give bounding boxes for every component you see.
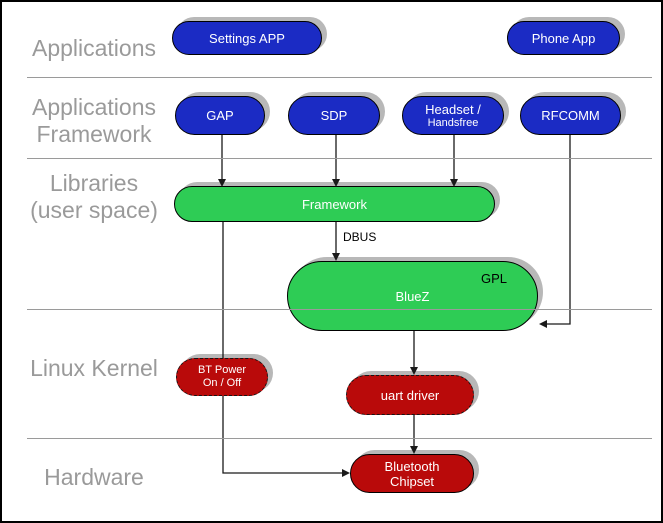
- layer-label-text: (user space): [30, 197, 158, 223]
- layer-label-text: Applications: [31, 94, 157, 120]
- node-label: Headset /: [425, 101, 481, 117]
- node-settings-app: Settings APP: [172, 21, 322, 55]
- node-phone-app: Phone App: [507, 21, 620, 55]
- node-label: GAP: [206, 108, 234, 123]
- layer-label-text: Linux Kernel: [30, 355, 158, 381]
- layer-label-text: Applications: [31, 35, 157, 61]
- layer-separator-1: [27, 77, 652, 78]
- node-label: SDP: [320, 108, 348, 123]
- node-label: Handsfree: [427, 116, 479, 129]
- node-uart-driver: uart driver: [346, 375, 474, 415]
- node-sdp: SDP: [288, 96, 380, 135]
- node-gap: GAP: [175, 96, 265, 135]
- layer-separator-4: [27, 438, 652, 439]
- layer-separator-3: [27, 309, 652, 310]
- node-label: Framework: [301, 196, 367, 212]
- node-label: Settings APP: [209, 30, 285, 46]
- node-label: RFCOMM: [541, 108, 600, 123]
- layer-label-hardware: Hardware: [16, 464, 172, 491]
- arrow-rfcomm-to-bluez: [544, 135, 571, 325]
- layer-label-libraries: Libraries (user space): [16, 170, 172, 224]
- layer-label-applications-framework: Applications Framework: [16, 94, 172, 148]
- layer-separator-2: [27, 158, 652, 159]
- node-framework: Framework: [174, 186, 495, 222]
- arrowhead-down-icon: [332, 253, 340, 261]
- node-label: On / Off: [202, 377, 242, 389]
- arrowhead-down-icon: [410, 446, 418, 454]
- layer-label-text: Hardware: [44, 464, 144, 490]
- node-bluetooth-chipset: Bluetooth Chipset: [350, 454, 474, 493]
- node-label: Bluetooth: [384, 458, 440, 474]
- node-label: BT Power: [197, 364, 247, 376]
- layer-label-text: Framework: [36, 121, 152, 147]
- layer-label-text: Libraries: [49, 170, 139, 196]
- layer-label-linux-kernel: Linux Kernel: [16, 355, 172, 382]
- layer-label-applications: Applications: [16, 35, 172, 62]
- node-headset-handsfree: Headset / Handsfree: [402, 96, 504, 135]
- node-bt-power: BT Power On / Off: [176, 358, 268, 396]
- edge-label-dbus: DBUS: [343, 230, 377, 244]
- arrowhead-right-icon: [342, 469, 350, 477]
- node-bluez: BlueZ GPL: [287, 261, 538, 331]
- node-label: uart driver: [380, 387, 440, 403]
- arrowhead-left-icon: [539, 320, 547, 328]
- node-label: Phone App: [531, 30, 596, 46]
- node-rfcomm: RFCOMM: [520, 96, 621, 135]
- arrowhead-down-icon: [410, 367, 418, 375]
- node-label: Chipset: [389, 473, 435, 489]
- node-label: BlueZ: [395, 288, 430, 304]
- arrow-btpower-to-chipset: [222, 396, 343, 474]
- gpl-license-tag: GPL: [480, 271, 507, 286]
